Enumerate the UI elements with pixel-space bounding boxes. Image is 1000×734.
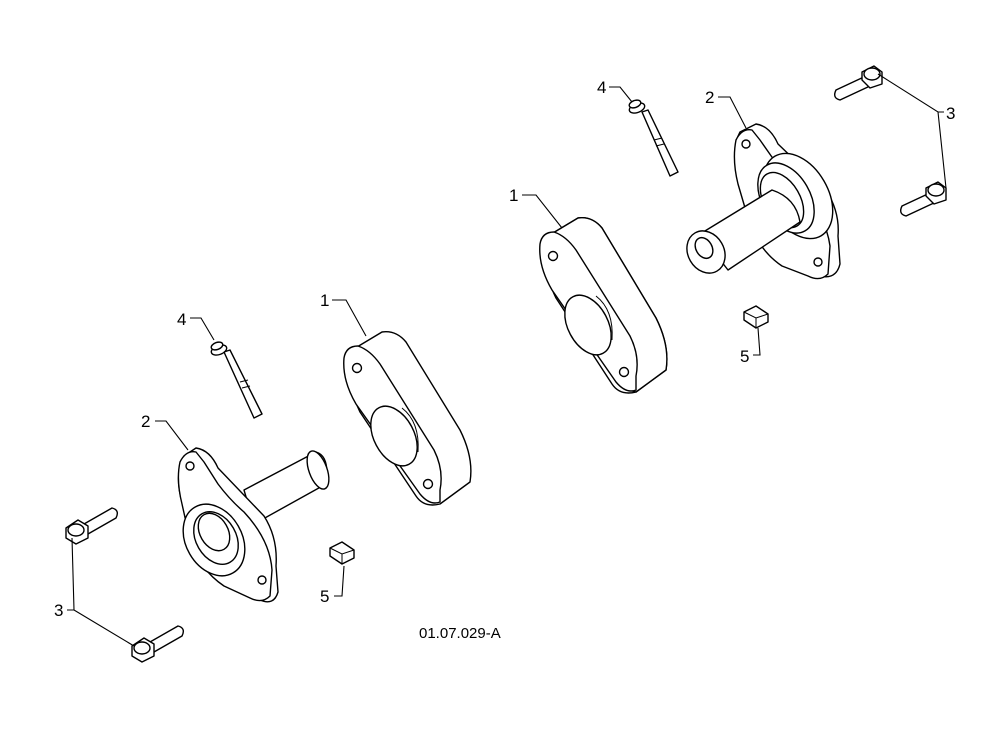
callout-pin-left: 4 <box>177 310 186 329</box>
spacer-block-left <box>343 331 472 506</box>
callout-spacer-left: 1 <box>320 291 329 310</box>
nut-left <box>329 541 355 565</box>
callout-spacer-right: 1 <box>509 186 518 205</box>
drawing-number: 01.07.029-A <box>419 625 501 642</box>
flange-tube-right <box>686 123 841 280</box>
pin-right <box>628 99 679 177</box>
callout-flange-left: 2 <box>141 412 150 431</box>
nut-right <box>743 305 769 329</box>
flange-tube-left <box>177 447 330 603</box>
callout-bolts-right: 3 <box>946 104 955 123</box>
callout-bolts-left: 3 <box>54 601 63 620</box>
callout-flange-right: 2 <box>705 88 714 107</box>
bolt-right-upper <box>833 65 883 101</box>
spacer-block-right <box>539 217 668 394</box>
bolt-left-lower <box>131 625 185 663</box>
callout-nut-right: 5 <box>740 347 749 366</box>
pin-left <box>210 341 263 419</box>
bolt-right-lower <box>899 181 947 217</box>
callout-pin-right: 4 <box>597 78 606 97</box>
callout-nut-left: 5 <box>320 587 329 606</box>
bolt-left-upper <box>65 507 119 545</box>
leader-lines <box>67 73 947 647</box>
